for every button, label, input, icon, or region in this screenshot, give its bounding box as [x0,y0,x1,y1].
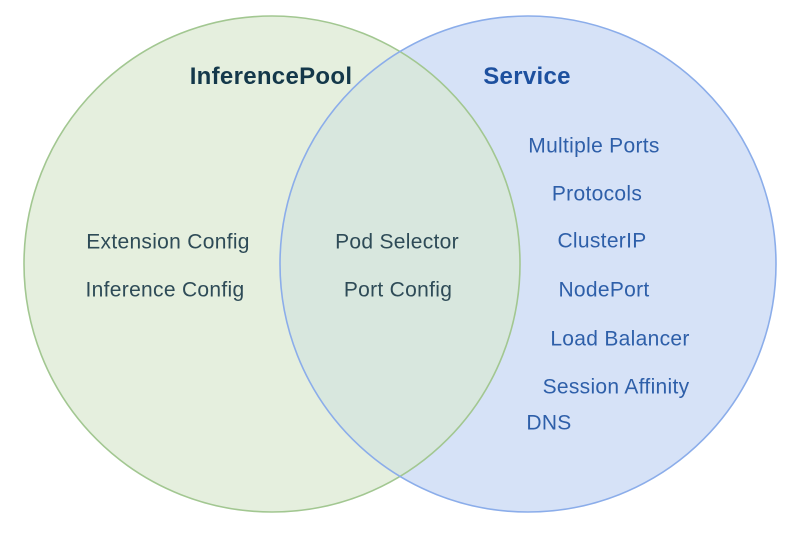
service-item-clusterip: ClusterIP [557,229,647,253]
service-circle-outline [279,15,777,513]
overlap-region [280,16,520,512]
overlap-item-pod-selector: Pod Selector [335,230,459,254]
service-item-nodeport: NodePort [558,278,650,302]
inferencepool-item-inference-config: Inference Config [85,278,245,302]
inferencepool-item-extension-config: Extension Config [86,230,250,254]
service-item-load-balancer: Load Balancer [550,327,690,351]
overlap-item-port-config: Port Config [343,278,453,302]
inferencepool-title: InferencePool [189,63,353,90]
service-item-session-affinity: Session Affinity [542,375,690,399]
inferencepool-circle-outline [23,15,521,513]
service-item-protocols: Protocols [551,182,643,206]
service-item-multiple-ports: Multiple Ports [528,134,660,158]
service-item-dns: DNS [526,411,572,435]
service-title: Service [483,63,571,90]
